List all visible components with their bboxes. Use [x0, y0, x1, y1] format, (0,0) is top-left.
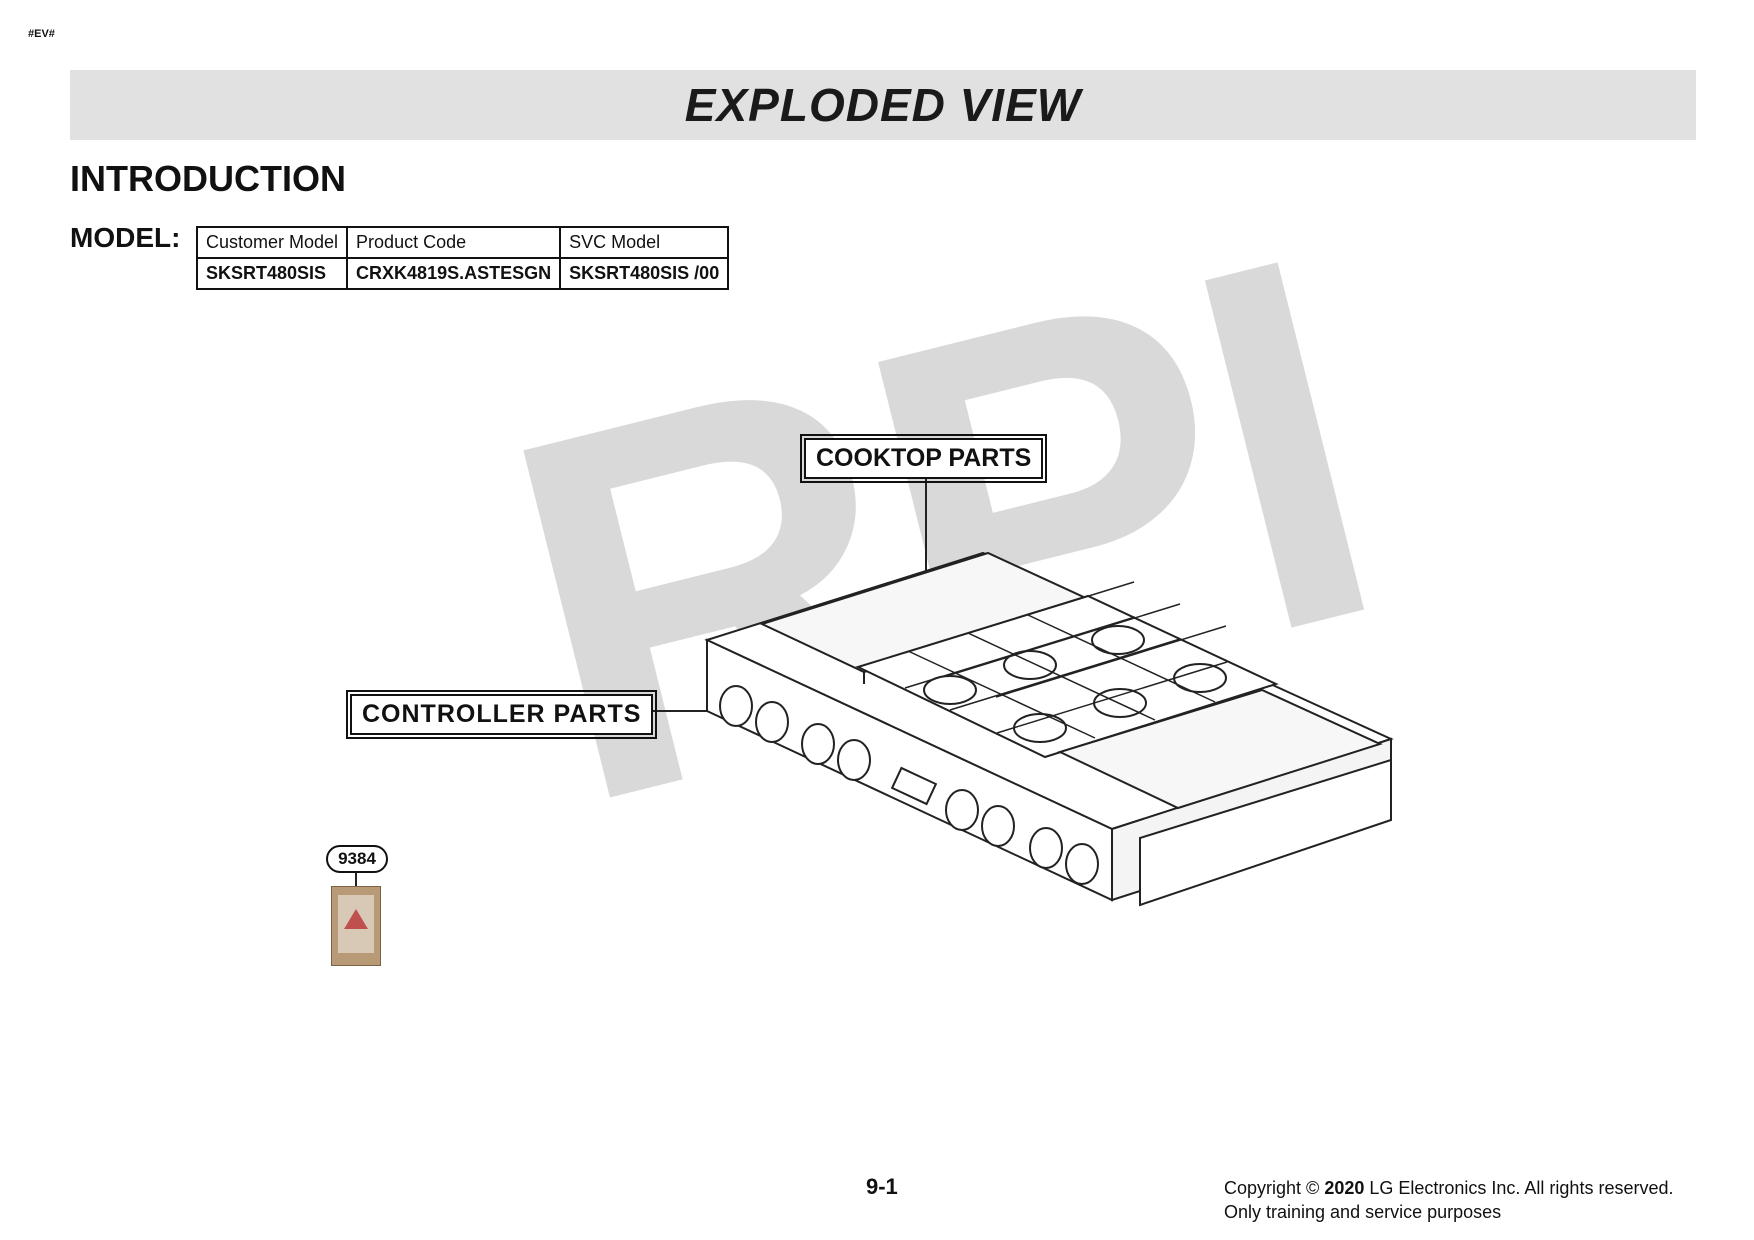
model-label: MODEL: — [70, 222, 181, 253]
header-customer-model: Customer Model — [195, 226, 349, 259]
page-title: EXPLODED VIEW — [684, 79, 1082, 131]
corner-tag: #EV# — [28, 28, 55, 40]
value-svc-model: SKSRT480SIS /00 — [559, 257, 730, 290]
value-customer-model: SKSRT480SIS — [195, 257, 349, 290]
header-product-code: Product Code — [346, 226, 562, 259]
model-table-header-row: Customer Model Product Code SVC Model — [195, 226, 730, 259]
control-knobs — [719, 685, 1099, 885]
copyright-notice: Copyright © 2020 LG Electronics Inc. All… — [1224, 1176, 1673, 1224]
right-plate — [1057, 688, 1383, 810]
model-table-value-row: SKSRT480SIS CRXK4819S.ASTESGN SKSRT480SI… — [195, 257, 730, 290]
header-svc-model: SVC Model — [559, 226, 730, 259]
part-packet-image — [331, 886, 381, 966]
cooktop-parts-callout[interactable]: COOKTOP PARTS — [799, 434, 1048, 483]
value-product-code: CRXK4819S.ASTESGN — [346, 257, 562, 290]
section-title: INTRODUCTION — [70, 158, 346, 199]
title-banner: EXPLODED VIEW — [70, 70, 1696, 140]
usage-note: Only training and service purposes — [1224, 1202, 1502, 1222]
copyright-prefix: Copyright © — [1224, 1178, 1325, 1198]
controller-parts-callout[interactable]: CONTROLLER PARTS — [345, 690, 658, 739]
copyright-year: 2020 — [1324, 1178, 1365, 1198]
copyright-suffix: LG Electronics Inc. All rights reserved. — [1364, 1178, 1674, 1198]
page-number: 9-1 — [866, 1174, 898, 1199]
model-table: Customer Model Product Code SVC Model SK… — [195, 226, 730, 290]
brand-nameplate — [890, 766, 938, 806]
part-number-badge[interactable]: 9384 — [326, 845, 388, 873]
